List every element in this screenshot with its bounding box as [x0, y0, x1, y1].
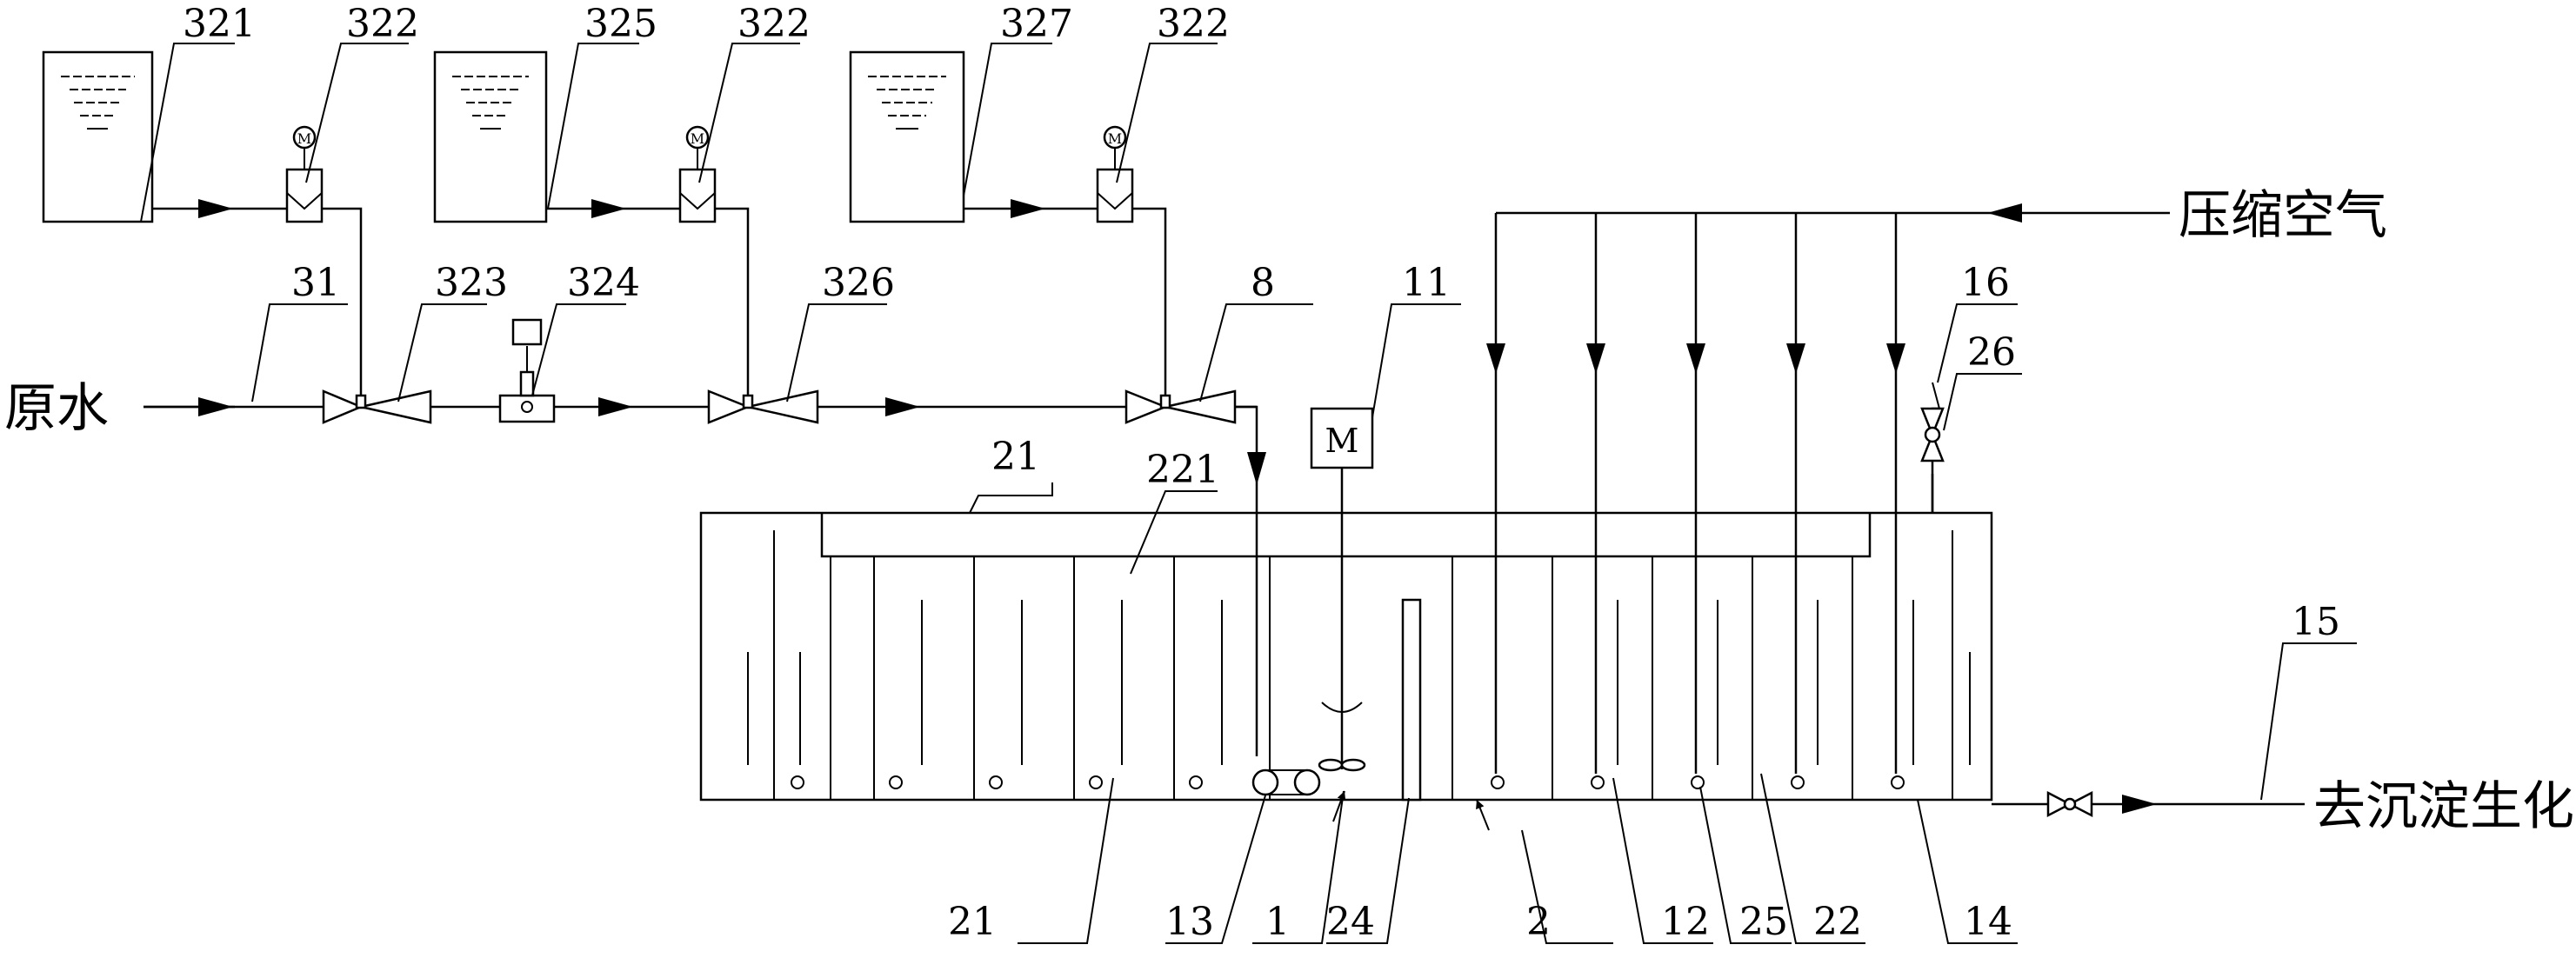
label-outlet-15: 15 — [2292, 600, 2340, 644]
label-mixer-8: 8 — [1251, 261, 1275, 305]
label-vent-16: 16 — [1961, 261, 2010, 305]
svg-text:M: M — [1108, 130, 1122, 147]
raw-water-label: 原水 — [4, 378, 109, 439]
baffle-partitions — [773, 530, 1953, 800]
static-mixer-323 — [322, 389, 432, 424]
flow-arrow-icon — [2122, 795, 2157, 814]
flow-arrow-icon — [885, 397, 920, 416]
dosing-tank-327 — [849, 50, 965, 223]
label-valve-26: 26 — [1967, 330, 2016, 375]
outlet-valve-icon — [2046, 790, 2093, 818]
svg-text:M: M — [297, 130, 311, 147]
label-pipe-31: 31 — [291, 261, 340, 305]
inlet-drop-pipe — [1235, 405, 1258, 756]
label-zone-1: 1 — [1265, 900, 1290, 944]
flow-regulator-324 — [498, 318, 556, 423]
flow-arrow-icon — [1011, 199, 1045, 218]
metering-pump-b: M — [678, 125, 717, 223]
label-motor-11: 11 — [1402, 261, 1451, 305]
label-weir-14: 14 — [1964, 900, 2012, 944]
label-zone-2: 2 — [1526, 900, 1551, 944]
inner-baffles — [747, 600, 1971, 765]
label-mixer-326: 326 — [822, 261, 895, 305]
static-mixer-326 — [707, 389, 819, 424]
motor-icon — [292, 125, 317, 150]
aeration-holes — [791, 775, 1905, 789]
label-frame-21-top: 21 — [991, 435, 1040, 479]
label-tank-325: 325 — [584, 2, 657, 46]
dosing-drop-b — [715, 207, 750, 396]
label-tank-327: 327 — [1000, 2, 1073, 46]
flow-arrow-icon — [198, 199, 233, 218]
label-pump-322-c: 322 — [1157, 2, 1230, 46]
flow-arrow-icon — [1247, 452, 1266, 485]
zone-pointer-2 — [1476, 799, 1490, 831]
flow-arrow-icon — [598, 397, 633, 416]
metering-pump-c: M — [1096, 125, 1134, 223]
metering-pump-a: M — [285, 125, 324, 223]
svg-text:M: M — [691, 130, 704, 147]
dosing-tank-321 — [42, 50, 154, 223]
vent-pipe-16 — [1920, 382, 1945, 513]
aerator-13 — [1251, 768, 1321, 796]
motor-icon: M — [1325, 422, 1359, 460]
flow-arrow-icon — [1987, 203, 2022, 223]
partition-24 — [1401, 598, 1422, 802]
label-mixer-323: 323 — [435, 261, 508, 305]
leader-lines — [140, 43, 2357, 944]
label-partition-24: 24 — [1326, 900, 1375, 944]
top-frame-21 — [820, 513, 1872, 558]
label-diffuser-25: 25 — [1739, 900, 1788, 944]
motor-icon — [1103, 125, 1127, 150]
to-sedimentation-label: 去沉淀生化 — [2313, 776, 2574, 837]
reaction-tank — [699, 511, 1993, 802]
label-tank-321: 321 — [183, 2, 256, 46]
flow-arrow-icon — [591, 199, 626, 218]
air-drop-pipes — [1486, 213, 1905, 774]
label-pump-322-b: 322 — [737, 2, 811, 46]
dosing-drop-c — [1132, 207, 1167, 396]
label-air-pipe-12: 12 — [1661, 900, 1710, 944]
compressed-air-label: 压缩空气 — [2179, 185, 2387, 246]
dosing-drop-a — [322, 207, 363, 396]
label-wall-21: 21 — [948, 900, 997, 944]
label-zone-22: 22 — [1813, 900, 1862, 944]
label-aerator-13: 13 — [1165, 900, 1214, 944]
motor-icon — [685, 125, 710, 150]
callout-labels: 321 322 325 322 327 322 31 323 324 326 8… — [4, 2, 2574, 944]
label-regulator-324: 324 — [567, 261, 640, 305]
label-manifold-221: 221 — [1146, 448, 1219, 492]
motor-11: M — [1310, 407, 1374, 772]
label-pump-322-a: 322 — [346, 2, 419, 46]
dosing-tank-325 — [433, 50, 548, 223]
static-mixer-8 — [1124, 389, 1237, 424]
